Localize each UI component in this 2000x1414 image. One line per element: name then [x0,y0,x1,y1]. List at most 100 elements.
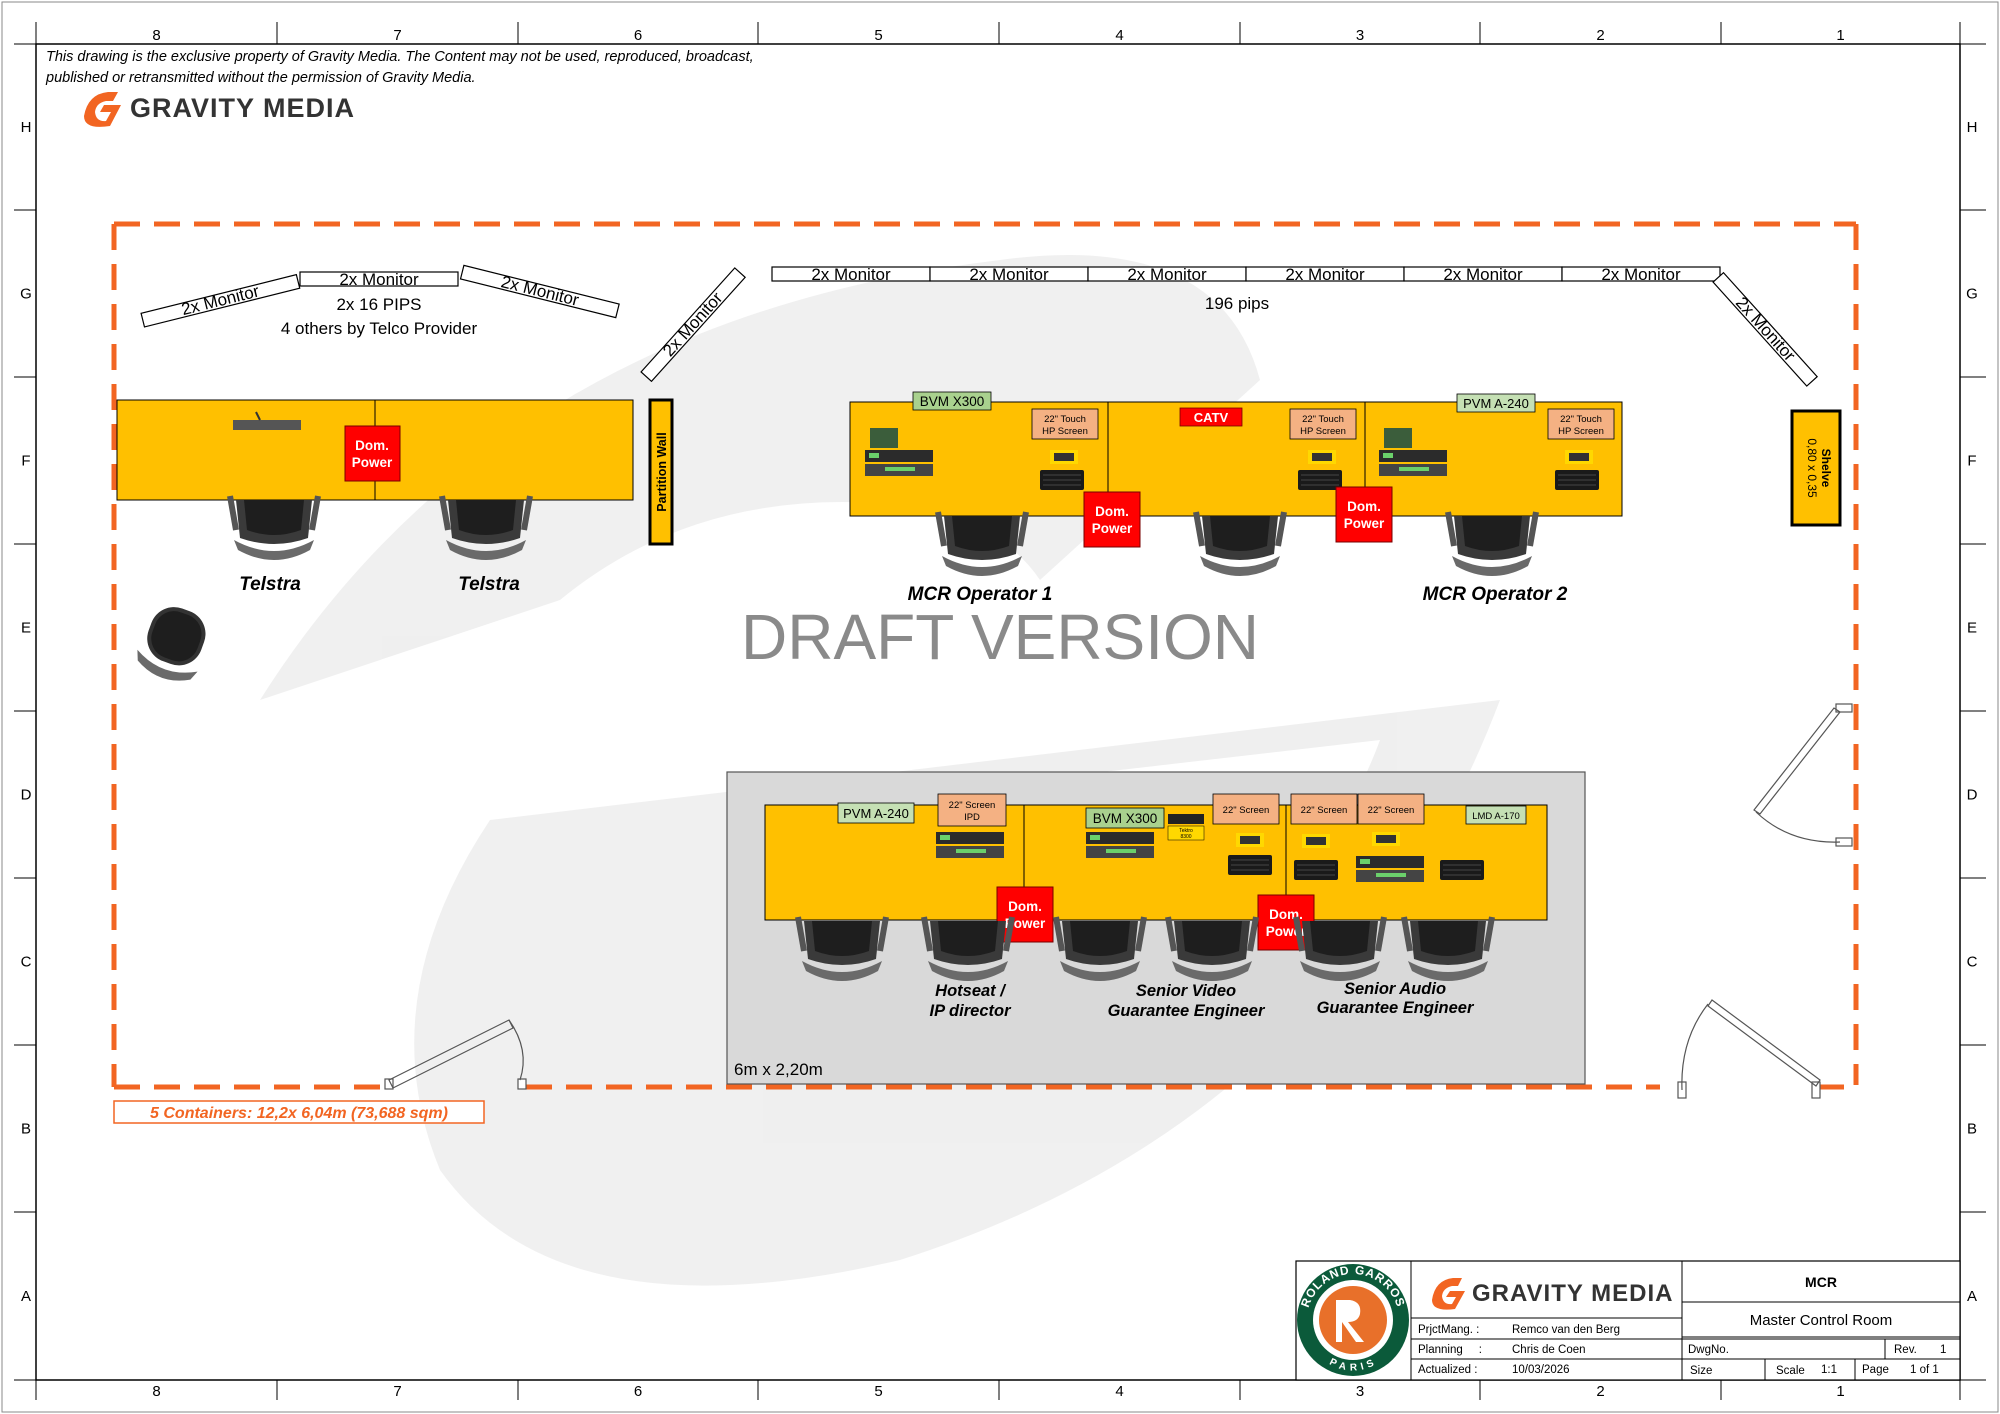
monitor-bar-right [459,264,620,319]
chair-icon [938,512,1026,576]
grid-column-label: 2 [1596,1383,1604,1400]
nuc-icon [1372,832,1400,846]
svg-text:Remco van den Berg: Remco van den Berg [1512,1324,1620,1336]
svg-text:Page: Page [1862,1364,1889,1376]
nuc-icon [1050,450,1078,464]
touch-screen-label [1031,408,1099,440]
pips-label-mcr: 196 pips [1205,294,1269,313]
svg-text:Dom.: Dom. [1008,899,1042,914]
grid-row-label: H [21,119,32,136]
chair-icon [1448,512,1536,576]
nuc-icon [1565,450,1593,464]
svg-text:5 Containers: 12,2x 6,04m (73,: 5 Containers: 12,2x 6,04m (73,688 sqm) [150,1105,448,1122]
grid-row-label: B [21,1121,31,1138]
chair-icon [230,496,318,560]
chair-icon [137,607,206,681]
svg-text:1: 1 [1940,1344,1946,1356]
grid-row-label: A [21,1288,31,1305]
grid-row-label: D [21,787,32,804]
monitor-label-right: 2x Monitor [499,272,581,310]
monitor-thumbnail-icon [1384,428,1412,448]
partition-wall: Partition Wall [648,398,674,546]
svg-text:Rev.: Rev. [1894,1344,1917,1356]
grid-column-label: 4 [1115,27,1123,44]
grid-row-label: G [20,286,32,303]
dom-power-mcr-1: Dom. Power [1083,491,1141,548]
chair-icon [1196,512,1284,576]
grid-row-label: G [1966,286,1978,303]
grid-column-label: 8 [152,1383,160,1400]
svg-text:Power: Power [1344,516,1385,531]
title-block: ROLAND GARROS PARIS GRAVITY MEDIA MCR Ma… [1295,1260,1961,1381]
containers-note: 5 Containers: 12,2x 6,04m (73,688 sqm) [113,1100,485,1124]
bvm-label-mcr [912,391,992,411]
svg-text:0,80 x 0,35: 0,80 x 0,35 [1805,438,1819,498]
seat-label-mcr-op-2: MCR Operator 2 [1423,584,1568,605]
monitor-label-mcr: 2x Monitor [1285,265,1365,284]
svg-text:Dom.: Dom. [355,438,389,453]
svg-text:10/03/2026: 10/03/2026 [1512,1364,1570,1376]
pvm-label-lower-text: PVM A-240 [843,806,909,821]
grid-column-label: 1 [1836,27,1844,44]
role-hotseat-1: Hotseat / [935,982,1007,1000]
grid-column-label: 7 [393,27,401,44]
catv-label [1179,407,1243,427]
svg-text:IPD: IPD [964,812,980,823]
svg-text:Partition Wall: Partition Wall [655,432,669,511]
svg-text:Dom.: Dom. [1347,499,1381,514]
grid-column-label: 3 [1356,27,1364,44]
screen-label-text: 22" Screen [1368,805,1415,816]
monitor-label-center: 2x Monitor [339,270,419,289]
monitor-bar-mcr-right [1712,271,1819,387]
grid-column-label: 3 [1356,1383,1364,1400]
grid-column-label: 5 [874,27,882,44]
lmd-label-text: LMD A-170 [1472,811,1520,822]
telco-label: 4 others by Telco Provider [281,319,478,338]
svg-text:8300: 8300 [1180,834,1191,840]
gravity-media-logo: GRAVITY MEDIA [84,92,354,127]
role-video-2: Guarantee Engineer [1108,1002,1266,1020]
svg-text:22" Screen: 22" Screen [949,800,996,811]
notice-line-2: published or retransmitted without the p… [45,70,476,86]
door-right [1753,703,1853,847]
monitor-label-mcr: 2x Monitor [1601,265,1681,284]
drawing-code: MCR [1805,1274,1837,1290]
svg-text:Planning :: Planning : [1418,1344,1482,1356]
bvm-label-lower [1085,807,1165,829]
keyboard-icon [1439,859,1485,881]
svg-text:Power: Power [1092,521,1133,536]
nuc-icon [1236,833,1264,847]
grid-row-label: H [1967,119,1978,136]
gravity-g-icon [1432,1278,1465,1310]
grid-reference-marks [14,22,1986,1400]
touch-screen-text: 22" Touch [1302,414,1344,425]
grid-row-label: A [1967,1288,1977,1305]
role-audio-1: Senior Audio [1344,980,1446,998]
dom-power-left: Dom. Power [344,425,401,482]
draft-watermark: DRAFT VERSION [741,601,1259,673]
svg-text:DwgNo.: DwgNo. [1688,1344,1729,1356]
pips-label-left: 2x 16 PIPS [336,295,421,314]
tsl-unit-icon [1168,814,1204,824]
svg-text:Actualized :: Actualized : [1418,1364,1477,1376]
svg-text:Tektro: Tektro [1179,828,1193,834]
grid-row-label: E [21,620,31,637]
svg-text:GRAVITY MEDIA: GRAVITY MEDIA [1472,1280,1673,1307]
touch-screen-label [1289,408,1357,440]
grid-row-label: E [1967,620,1977,637]
grid-column-label: 6 [634,27,642,44]
monitor-bar-left [140,273,301,328]
screen-label [1212,793,1280,825]
seat-label-mcr-op-1: MCR Operator 1 [908,584,1053,605]
screen-label-text: 22" Screen [1301,805,1348,816]
monitor-thumbnail-icon [870,428,898,448]
dom-power-mcr-2: Dom. Power [1335,486,1393,543]
grid-row-label: C [21,954,32,971]
grid-row-label: D [1967,787,1978,804]
grid-column-label: 8 [152,27,160,44]
monitor-bar-mcr [1561,266,1721,282]
grid-row-label: B [1967,1121,1977,1138]
svg-text:PrjctMang. :: PrjctMang. : [1418,1324,1479,1336]
